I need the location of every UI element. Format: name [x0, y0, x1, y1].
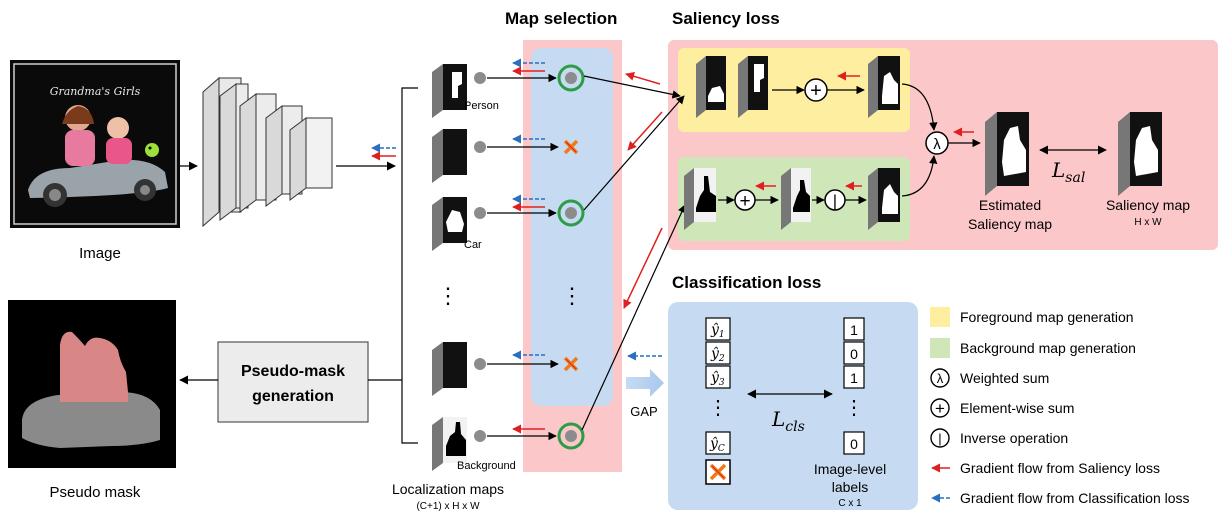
estimated-saliency-line2: Saliency map: [968, 216, 1052, 232]
legend: Foreground map generation Background map…: [930, 307, 1190, 506]
lambda-symbol: λ: [933, 136, 941, 153]
svg-text:1: 1: [850, 322, 858, 338]
bg-map-b: [781, 168, 811, 230]
map-gradients: [512, 58, 545, 434]
localization-maps-title: Localization maps: [392, 481, 504, 497]
legend-plus-glyph: +: [935, 399, 945, 418]
map-selection-inner: [531, 48, 613, 406]
bg-plus-symbol: +: [739, 191, 750, 212]
fg-output-map: [868, 56, 900, 118]
fg-to-lambda: [901, 83, 938, 131]
gap-label: GAP: [630, 404, 657, 419]
map-label-car: Car: [464, 239, 482, 251]
prediction-vector: [705, 317, 731, 455]
map-label-person: Person: [464, 100, 499, 112]
classification-loss-title: Classification loss: [672, 273, 821, 292]
selected-node-background: [557, 422, 585, 450]
gap-arrow: [626, 369, 664, 397]
estimated-saliency-line1: Estimated: [979, 197, 1041, 213]
legend-blue-arrow-text: Gradient flow from Classification loss: [960, 490, 1190, 506]
pseudo-mask-generation-line1: Pseudo-mask: [241, 363, 345, 380]
svg-text:1: 1: [850, 370, 858, 386]
selection-to-saliency-lines: [581, 75, 686, 431]
saliency-loss-title: Saliency loss: [672, 9, 780, 28]
svg-text:ŷ2: ŷ2: [710, 345, 725, 364]
selection-ellipsis: ⋮: [561, 283, 583, 308]
localization-map-2: [432, 129, 467, 183]
map-selection-title: Map selection: [505, 9, 617, 28]
legend-element-wise-text: Element-wise sum: [960, 400, 1074, 416]
legend-foreground-swatch: [930, 307, 950, 327]
background-reject-box: [705, 459, 731, 485]
localization-map-car: [432, 197, 467, 251]
ground-truth-saliency-map: [1118, 112, 1162, 196]
legend-lambda-glyph: λ: [937, 371, 944, 386]
bg-output-map: [868, 168, 900, 230]
image-level-labels-dims: C x 1: [838, 498, 862, 509]
saliency-to-selection-gradients: [623, 71, 663, 309]
legend-inverse-text: Inverse operation: [960, 430, 1068, 446]
image-level-labels-2: labels: [832, 479, 869, 495]
l-cls-label: Lcls: [771, 407, 805, 435]
legend-background-text: Background map generation: [960, 340, 1136, 356]
prediction-ellipsis: ⋮: [708, 397, 728, 419]
maps-bracket: [401, 87, 418, 444]
rejected-node-2: [563, 139, 579, 155]
legend-background-swatch: [930, 338, 950, 358]
label-ellipsis: ⋮: [844, 397, 864, 419]
localization-map-background: [432, 417, 467, 471]
estimated-saliency-map: [985, 112, 1029, 196]
image-label: Image: [79, 245, 121, 262]
saliency-map-dims: H x W: [1134, 217, 1162, 228]
legend-inverse-glyph: |: [938, 431, 941, 446]
label-vector: [843, 317, 865, 455]
fg-plus-symbol: +: [810, 80, 822, 102]
bg-to-lambda: [901, 155, 938, 197]
map-label-background: Background: [457, 460, 516, 472]
localization-maps-dims: (C+1) x H x W: [416, 501, 480, 512]
legend-red-arrow-text: Gradient flow from Saliency loss: [960, 460, 1160, 476]
fg-map-b: [738, 56, 768, 118]
image-level-labels-1: Image-level: [814, 461, 886, 477]
legend-inverse-icon: [930, 428, 950, 448]
selected-node-person: [557, 64, 585, 92]
pseudo-mask-generation-box: [217, 341, 369, 423]
localization-map-person: [432, 64, 467, 118]
svg-text:ŷC: ŷC: [709, 435, 725, 454]
label-values: 1 0 1 0: [850, 322, 858, 452]
l-sal-label: Lsal: [1051, 158, 1085, 186]
legend-plus-icon: [930, 398, 950, 418]
maps-ellipsis: ⋮: [437, 283, 459, 308]
bg-map-a: [684, 168, 716, 230]
rejected-node-c: [563, 356, 579, 372]
svg-text:ŷ3: ŷ3: [710, 369, 725, 388]
fg-map-a: [696, 56, 726, 118]
saliency-map-title: Saliency map: [1106, 197, 1190, 213]
localization-map-c: [432, 342, 467, 396]
inverse-symbol: |: [833, 193, 837, 210]
legend-weighted-sum-text: Weighted sum: [960, 370, 1049, 386]
svg-text:0: 0: [850, 436, 858, 452]
selected-node-car: [557, 199, 585, 227]
pseudo-mask-image: [8, 300, 176, 468]
prediction-labels: ŷ1 ŷ2 ŷ3 ŷC: [709, 321, 725, 454]
photo-caption: Grandma's Girls: [50, 85, 141, 98]
legend-lambda-icon: [930, 368, 950, 388]
legend-foreground-text: Foreground map generation: [960, 309, 1134, 325]
svg-text:0: 0: [850, 346, 858, 362]
backbone-network: [202, 76, 333, 228]
svg-text:ŷ1: ŷ1: [710, 321, 725, 340]
map-connectors: [474, 72, 559, 442]
pseudo-mask-label: Pseudo mask: [50, 484, 141, 501]
pseudo-mask-generation-line2: generation: [252, 388, 334, 405]
input-image: Grandma's Girls: [10, 60, 180, 228]
